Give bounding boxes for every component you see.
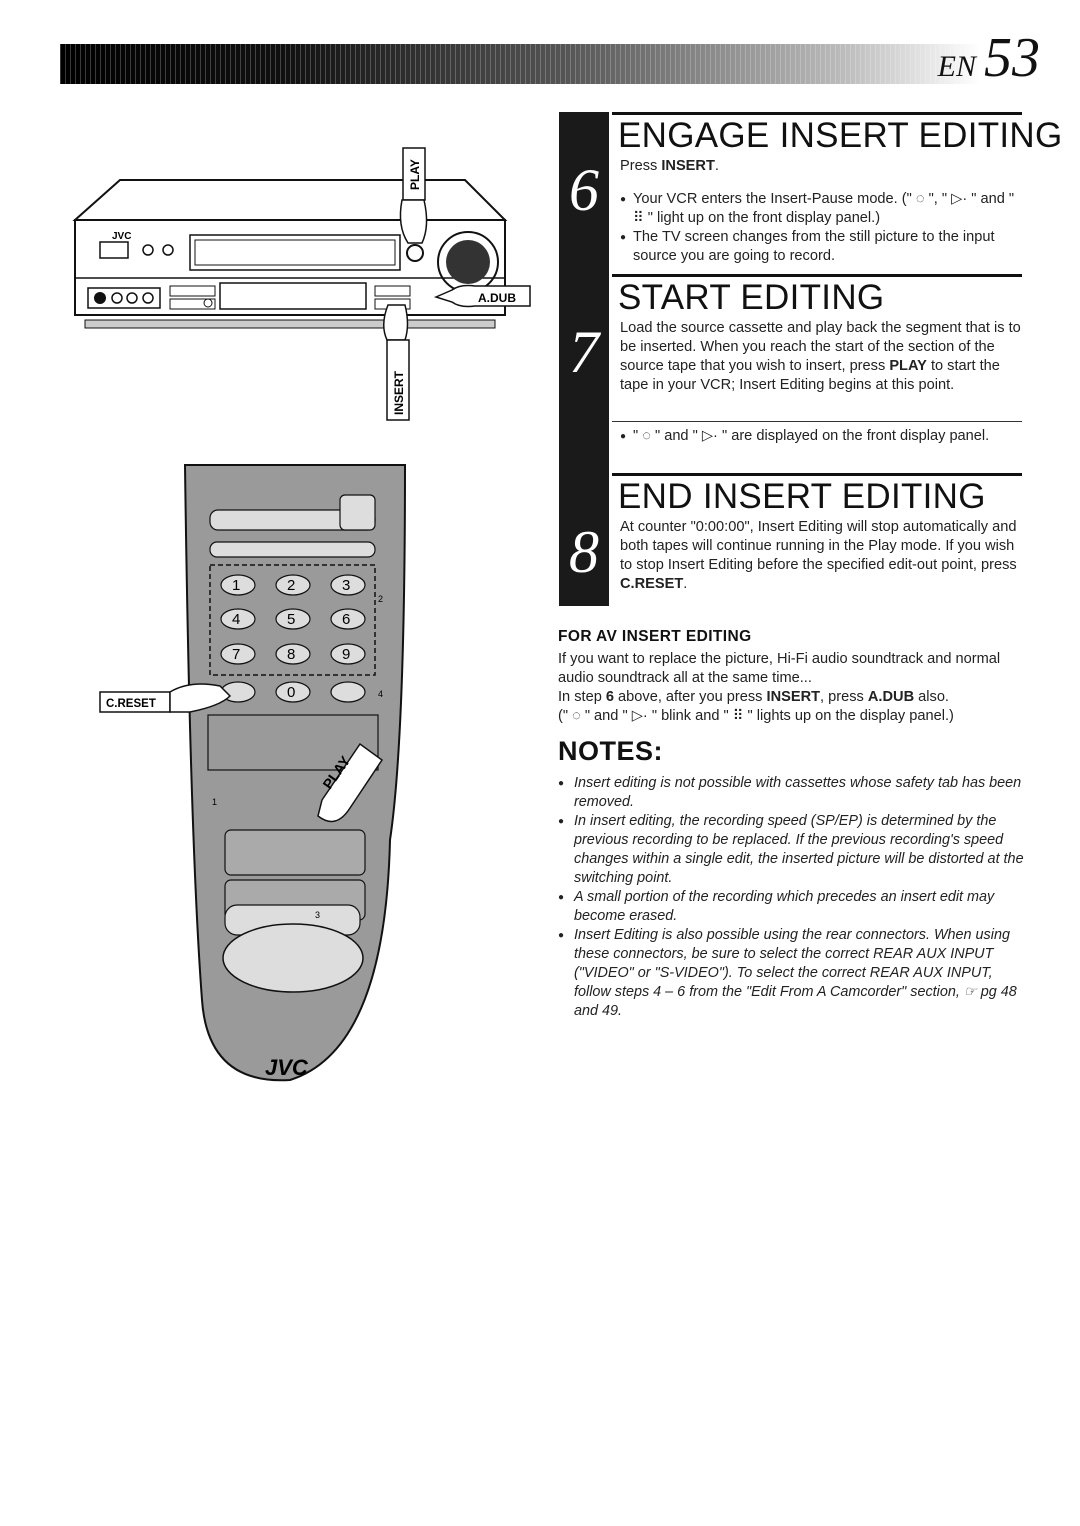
play-label-vcr: PLAY bbox=[408, 159, 422, 190]
page-id: EN 53 bbox=[938, 30, 1040, 86]
keypad-digit: 0 bbox=[287, 684, 295, 701]
note-item: A small portion of the recording which p… bbox=[558, 888, 1024, 926]
keypad-digit: 2 bbox=[287, 577, 295, 594]
a-dub-finger-callout bbox=[433, 284, 531, 308]
av-insert-title: FOR AV INSERT EDITING bbox=[558, 628, 752, 645]
note-item: Insert editing is not possible with cass… bbox=[558, 774, 1024, 812]
play-remote-finger-callout bbox=[317, 742, 384, 823]
remote-illustration bbox=[183, 464, 407, 1082]
vcr-brand: JVC bbox=[112, 231, 131, 242]
section-rule bbox=[612, 274, 1022, 277]
remote-index-mark: 2 bbox=[378, 594, 383, 604]
keypad-digit: 9 bbox=[342, 646, 350, 663]
note-item: In insert editing, the recording speed (… bbox=[558, 812, 1024, 888]
remote-index-mark: 3 bbox=[315, 910, 320, 920]
keypad-digit: 8 bbox=[287, 646, 295, 663]
remote-index-mark: 1 bbox=[212, 797, 217, 807]
keypad-digit: 6 bbox=[342, 611, 350, 628]
divider bbox=[612, 421, 1022, 422]
keypad-digit: 3 bbox=[342, 577, 350, 594]
note-item: Insert Editing is also possible using th… bbox=[558, 926, 1024, 1021]
insert-label: INSERT bbox=[392, 370, 406, 415]
step-7-body: Load the source cassette and play back t… bbox=[620, 320, 1021, 393]
vcr-illustration bbox=[72, 179, 508, 329]
step-7-bullet: " ◌ " and " ▷· " are displayed on the fr… bbox=[620, 427, 1026, 446]
step-number-7: 7 bbox=[569, 319, 599, 385]
remote-index-mark: 4 bbox=[378, 689, 383, 699]
language-code: EN bbox=[937, 50, 976, 83]
page-number: 53 bbox=[984, 27, 1040, 89]
step-6-instruction: Press INSERT. bbox=[620, 158, 719, 174]
keypad-digit: 7 bbox=[232, 646, 240, 663]
section-rule bbox=[612, 112, 1022, 115]
play-finger-callout bbox=[399, 147, 428, 244]
av-insert-para: If you want to replace the picture, Hi-F… bbox=[558, 651, 1001, 686]
notes-title: NOTES: bbox=[558, 736, 664, 766]
c-reset-finger-callout bbox=[99, 683, 232, 713]
header-gradient-bar bbox=[60, 44, 980, 84]
keypad-digit: 1 bbox=[232, 577, 240, 594]
vcr-and-remote-illustration: PLAY A.DUB INSERT 1 2 3 4 5 6 7 8 bbox=[72, 147, 531, 1082]
step-6-bullet: The TV screen changes from the still pic… bbox=[620, 228, 1026, 266]
step-number-8: 8 bbox=[569, 519, 599, 585]
remote-brand: JVC bbox=[265, 1055, 309, 1080]
av-insert-para: (" ◌ " and " ▷· " blink and " ⠿ " lights… bbox=[558, 708, 954, 724]
insert-finger-callout bbox=[383, 304, 410, 421]
a-dub-label: A.DUB bbox=[478, 291, 516, 305]
section-rule bbox=[612, 473, 1022, 476]
keypad-digit: 4 bbox=[232, 611, 240, 628]
keypad-digit: 5 bbox=[287, 611, 295, 628]
step-8-title: END INSERT EDITING bbox=[618, 477, 986, 516]
step-number-6: 6 bbox=[569, 157, 599, 223]
step-6-bullet: Your VCR enters the Insert-Pause mode. (… bbox=[620, 190, 1026, 228]
c-reset-label: C.RESET bbox=[106, 698, 156, 710]
header-stripes bbox=[60, 44, 980, 84]
av-insert-para: In step 6 above, after you press INSERT,… bbox=[558, 689, 949, 705]
step-number-bar bbox=[559, 112, 609, 606]
step-6-title: ENGAGE INSERT EDITING bbox=[618, 116, 1063, 155]
step-7-title: START EDITING bbox=[618, 278, 885, 317]
step-8-body: At counter "0:00:00", Insert Editing wil… bbox=[620, 519, 1017, 592]
